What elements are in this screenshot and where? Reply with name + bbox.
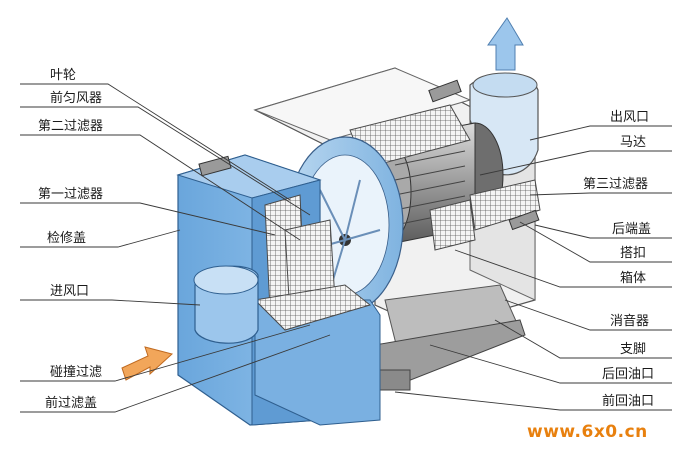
label-housing: 箱体 <box>620 270 646 286</box>
label-silencer: 消音器 <box>610 313 649 329</box>
outflow-arrow <box>487 17 524 71</box>
label-collision-filter: 碰撞过滤 <box>50 365 102 380</box>
label-front-oil-return: 前回油口 <box>602 393 654 409</box>
bottom-filter-shape <box>253 284 372 331</box>
label-support-foot: 支脚 <box>620 341 646 357</box>
label-first-filter: 第一过滤器 <box>38 187 103 202</box>
motor-cage-mesh <box>429 199 476 251</box>
machine-illustration <box>121 17 541 426</box>
leader-lines <box>20 83 672 413</box>
label-second-filter: 第二过滤器 <box>38 119 103 134</box>
label-motor: 马达 <box>620 135 646 150</box>
label-air-inlet: 进风口 <box>50 284 89 299</box>
label-inspection-cover: 检修盖 <box>47 231 86 246</box>
label-front-distributor: 前匀风器 <box>50 90 102 106</box>
inflow-arrow <box>121 346 174 381</box>
third-filter-shape <box>469 179 541 231</box>
label-air-outlet: 出风口 <box>610 110 649 125</box>
label-latch: 搭扣 <box>620 245 646 261</box>
label-rear-oil-return: 后回油口 <box>602 367 654 382</box>
air-inlet-shape <box>193 265 259 344</box>
labels-left: 叶轮 前匀风器 第二过滤器 第一过滤器 检修盖 进风口 碰撞过滤 前过滤盖 <box>38 68 103 411</box>
labels-right: 出风口 马达 第三过滤器 后端盖 搭扣 箱体 消音器 支脚 后回油口 前回油口 <box>583 110 654 409</box>
label-impeller: 叶轮 <box>50 68 76 83</box>
label-front-filter-cover: 前过滤盖 <box>45 395 97 411</box>
label-rear-cover: 后端盖 <box>612 222 651 237</box>
watermark: www.6x0.cn <box>527 422 648 442</box>
label-third-filter: 第三过滤器 <box>583 177 648 192</box>
